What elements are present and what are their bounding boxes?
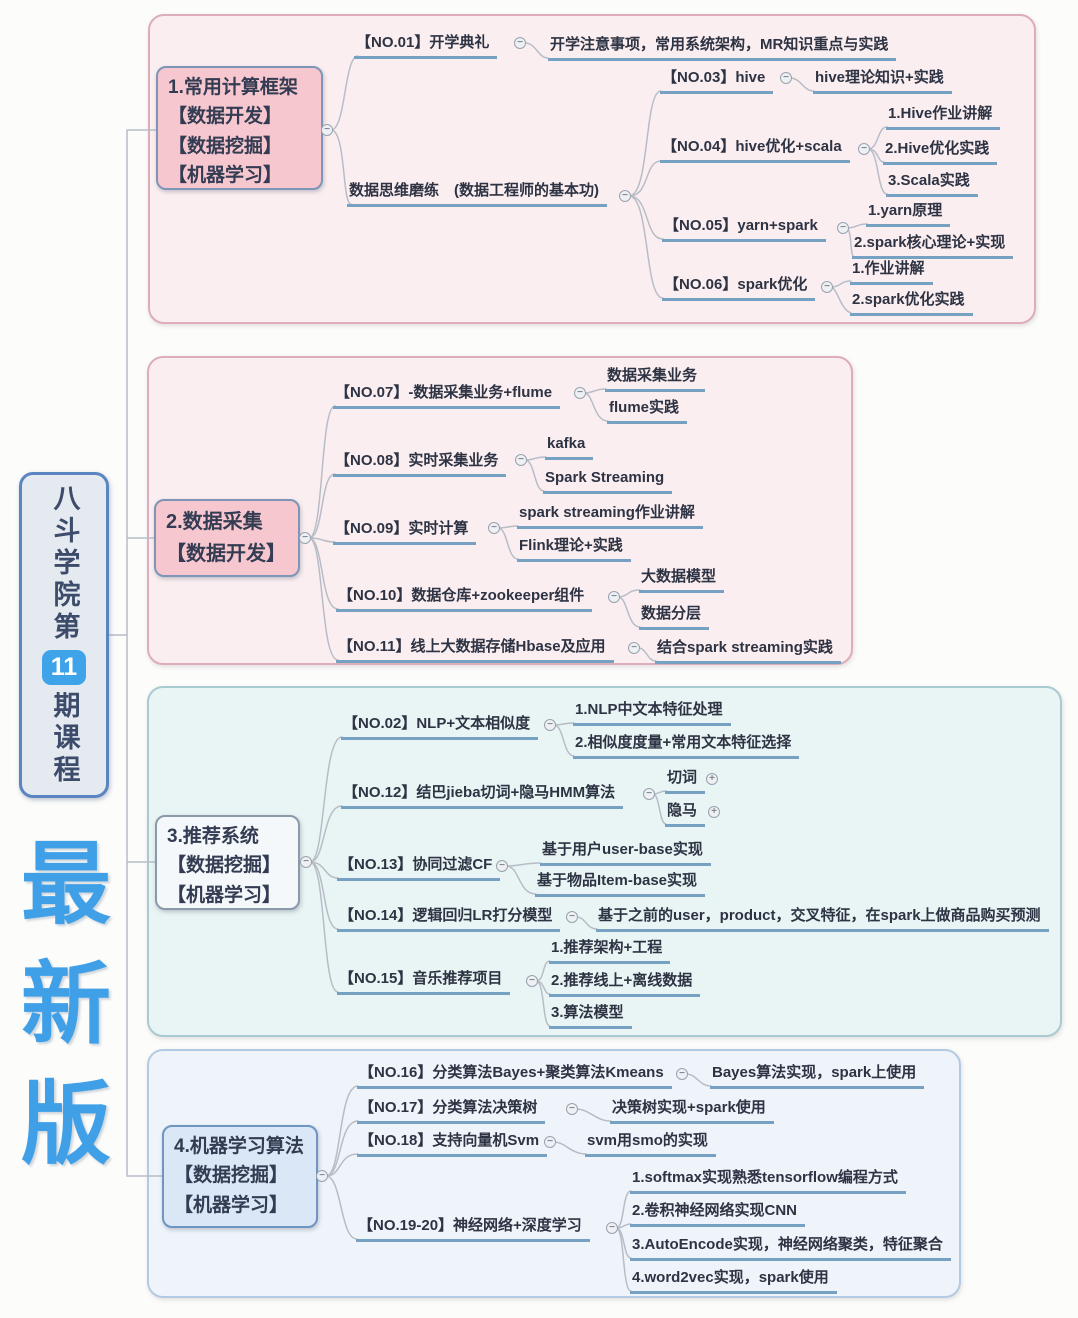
node-no12-child2[interactable]: 隐马 bbox=[665, 801, 706, 827]
collapse-toggle-icon[interactable]: − bbox=[643, 788, 655, 800]
node-no19-child4[interactable]: 4.word2vec实现，spark使用 bbox=[630, 1268, 837, 1294]
node-no17-child1[interactable]: 决策树实现+spark使用 bbox=[610, 1098, 774, 1124]
node-no03-child1[interactable]: hive理论知识+实践 bbox=[813, 68, 952, 94]
node-no12[interactable]: 【NO.12】结巴jieba切词+隐马HMM算法 bbox=[341, 783, 624, 809]
node-no16[interactable]: 【NO.16】分类算法Bayes+聚类算法Kmeans bbox=[357, 1063, 672, 1089]
node-no10-child2[interactable]: 数据分层 bbox=[639, 604, 710, 630]
section4-label[interactable]: 4.机器学习算法 【数据挖掘】 【机器学习】 bbox=[162, 1125, 318, 1228]
node-no16-child1[interactable]: Bayes算法实现，spark上使用 bbox=[710, 1063, 925, 1089]
node-no10[interactable]: 【NO.10】数据仓库+zookeeper组件 bbox=[336, 586, 593, 612]
collapse-toggle-icon[interactable]: − bbox=[544, 1136, 556, 1148]
root-title-bottom: 期课程 bbox=[49, 690, 80, 787]
node-no06[interactable]: 【NO.06】spark优化 bbox=[662, 275, 816, 301]
node-no07-child2[interactable]: flume实践 bbox=[607, 398, 688, 424]
section2-label[interactable]: 2.数据采集 【数据开发】 bbox=[154, 499, 300, 577]
root-badge: 11 bbox=[42, 649, 86, 685]
collapse-toggle-icon[interactable]: − bbox=[321, 124, 333, 136]
collapse-toggle-icon[interactable]: − bbox=[515, 454, 527, 466]
collapse-toggle-icon[interactable]: − bbox=[566, 911, 578, 923]
node-no13-child2[interactable]: 基于物品Item-base实现 bbox=[535, 871, 706, 897]
collapse-toggle-icon[interactable]: − bbox=[496, 860, 508, 872]
node-no05-child1[interactable]: 1.yarn原理 bbox=[866, 201, 951, 227]
node-no02[interactable]: 【NO.02】NLP+文本相似度 bbox=[341, 714, 539, 740]
collapse-toggle-icon[interactable]: − bbox=[837, 222, 849, 234]
node-no03[interactable]: 【NO.03】hive bbox=[660, 68, 774, 94]
section3-label[interactable]: 3.推荐系统 【数据挖掘】 【机器学习】 bbox=[155, 815, 300, 910]
node-no19-child3[interactable]: 3.AutoEncode实现，神经网络聚类，特征聚合 bbox=[630, 1235, 951, 1261]
node-no04-child1[interactable]: 1.Hive作业讲解 bbox=[886, 104, 1001, 130]
node-no15-child1[interactable]: 1.推荐架构+工程 bbox=[549, 938, 671, 964]
collapse-toggle-icon[interactable]: − bbox=[526, 975, 538, 987]
collapse-toggle-icon[interactable]: − bbox=[821, 281, 833, 293]
collapse-toggle-icon[interactable]: − bbox=[676, 1068, 688, 1080]
root-node[interactable]: 八斗学院第 11 期课程 bbox=[19, 472, 109, 798]
node-no15-child2[interactable]: 2.推荐线上+离线数据 bbox=[549, 971, 701, 997]
node-no09-child1[interactable]: spark streaming作业讲解 bbox=[517, 503, 703, 529]
collapse-toggle-icon[interactable]: − bbox=[608, 591, 620, 603]
node-no02-child1[interactable]: 1.NLP中文本特征处理 bbox=[573, 700, 731, 726]
node-no09[interactable]: 【NO.09】实时计算 bbox=[333, 519, 477, 545]
collapse-toggle-icon[interactable]: − bbox=[619, 190, 631, 202]
node-no19-20[interactable]: 【NO.19-20】神经网络+深度学习 bbox=[356, 1216, 590, 1242]
node-no06-child1[interactable]: 1.作业讲解 bbox=[850, 259, 933, 285]
node-no04-child3[interactable]: 3.Scala实践 bbox=[886, 171, 978, 197]
node-no04[interactable]: 【NO.04】hive优化+scala bbox=[660, 137, 850, 163]
node-no12-child1[interactable]: 切词 bbox=[665, 768, 706, 794]
node-no10-child1[interactable]: 大数据模型 bbox=[639, 567, 725, 593]
node-no18[interactable]: 【NO.18】支持向量机Svm bbox=[357, 1131, 548, 1157]
node-no19-child1[interactable]: 1.softmax实现熟悉tensorflow编程方式 bbox=[630, 1168, 906, 1194]
node-no13[interactable]: 【NO.13】协同过滤CF bbox=[337, 855, 501, 881]
watermark-text: 最新版 bbox=[7, 836, 107, 1196]
collapse-toggle-icon[interactable]: − bbox=[574, 387, 586, 399]
expand-toggle-icon[interactable]: + bbox=[708, 806, 720, 818]
collapse-toggle-icon[interactable]: − bbox=[316, 1170, 328, 1182]
node-no08-child1[interactable]: kafka bbox=[545, 434, 594, 460]
node-no15-child3[interactable]: 3.算法模型 bbox=[549, 1003, 632, 1029]
collapse-toggle-icon[interactable]: − bbox=[606, 1222, 618, 1234]
root-title-top: 八斗学院第 bbox=[49, 483, 80, 644]
node-no17[interactable]: 【NO.17】分类算法决策树 bbox=[357, 1098, 546, 1124]
collapse-toggle-icon[interactable]: − bbox=[514, 37, 526, 49]
node-no01[interactable]: 【NO.01】开学典礼 bbox=[354, 33, 498, 59]
node-no06-child2[interactable]: 2.spark优化实践 bbox=[850, 290, 973, 316]
node-no19-child2[interactable]: 2.卷积神经网络实现CNN bbox=[630, 1201, 806, 1227]
collapse-toggle-icon[interactable]: − bbox=[780, 72, 792, 84]
expand-toggle-icon[interactable]: + bbox=[706, 773, 718, 785]
node-no11-child1[interactable]: 结合spark streaming实践 bbox=[655, 638, 841, 664]
node-no04-child2[interactable]: 2.Hive优化实践 bbox=[883, 139, 998, 165]
collapse-toggle-icon[interactable]: − bbox=[566, 1103, 578, 1115]
node-no13-child1[interactable]: 基于用户user-base实现 bbox=[540, 840, 711, 866]
node-mind-training[interactable]: 数据思维磨练 (数据工程师的基本功) bbox=[347, 181, 607, 207]
node-no07[interactable]: 【NO.07】-数据采集业务+flume bbox=[333, 383, 561, 409]
collapse-toggle-icon[interactable]: − bbox=[544, 719, 556, 731]
node-no05[interactable]: 【NO.05】yarn+spark bbox=[662, 216, 826, 242]
collapse-toggle-icon[interactable]: − bbox=[300, 856, 312, 868]
collapse-toggle-icon[interactable]: − bbox=[628, 642, 640, 654]
node-no05-child2[interactable]: 2.spark核心理论+实现 bbox=[852, 233, 1014, 259]
node-no15[interactable]: 【NO.15】音乐推荐项目 bbox=[337, 969, 511, 995]
node-no08[interactable]: 【NO.08】实时采集业务 bbox=[333, 451, 507, 477]
node-no08-child2[interactable]: Spark Streaming bbox=[543, 468, 673, 494]
node-no14[interactable]: 【NO.14】逻辑回归LR打分模型 bbox=[337, 906, 561, 932]
node-no11[interactable]: 【NO.11】线上大数据存储Hbase及应用 bbox=[336, 637, 614, 663]
node-no18-child1[interactable]: svm用smo的实现 bbox=[585, 1131, 716, 1157]
collapse-toggle-icon[interactable]: − bbox=[299, 532, 311, 544]
node-no14-child1[interactable]: 基于之前的user，product，交叉特征，在spark上做商品购买预测 bbox=[596, 906, 1049, 932]
section1-label[interactable]: 1.常用计算框架 【数据开发】 【数据挖掘】 【机器学习】 bbox=[156, 66, 323, 190]
collapse-toggle-icon[interactable]: − bbox=[858, 143, 870, 155]
node-no09-child2[interactable]: Flink理论+实践 bbox=[517, 536, 631, 562]
node-no02-child2[interactable]: 2.相似度度量+常用文本特征选择 bbox=[573, 733, 800, 759]
node-no01-child1[interactable]: 开学注意事项，常用系统架构，MR知识重点与实践 bbox=[548, 35, 897, 61]
collapse-toggle-icon[interactable]: − bbox=[488, 522, 500, 534]
node-no07-child1[interactable]: 数据采集业务 bbox=[605, 366, 706, 392]
